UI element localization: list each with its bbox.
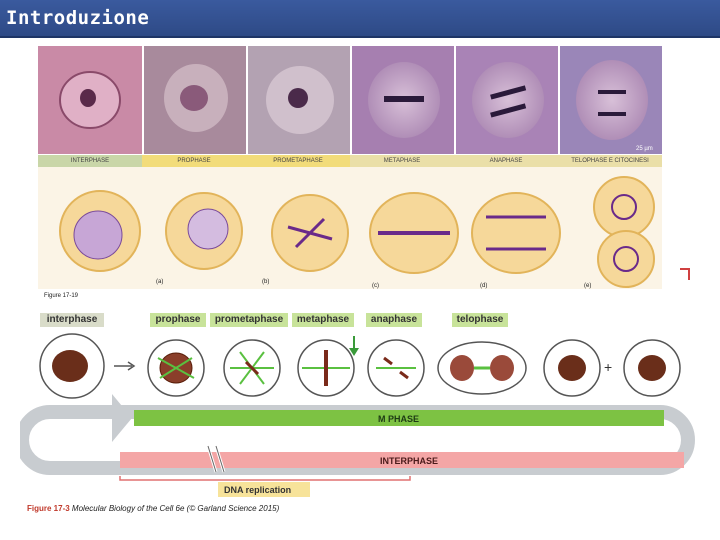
figure-caption: Figure 17-3 Molecular Biology of the Cel… (27, 504, 279, 513)
plus-sign: + (604, 359, 612, 375)
cell-drawings-svg (59, 176, 655, 288)
cell-cycle-diagram: + M PHASE INTERPHASE DNA replication (20, 333, 695, 497)
cycle-cell-telophase (437, 341, 527, 395)
dna-replication-box (218, 482, 310, 497)
phase-label-interphase: interphase (40, 313, 104, 327)
slide-header: Introduzione (0, 0, 720, 38)
cycle-cell-prometaphase (223, 339, 281, 397)
figure-top-label: Figure 17-19 (44, 293, 79, 299)
stage-label-anaphase: ANAPHASE (454, 155, 558, 167)
phase-label-prometaphase: prometaphase (210, 313, 288, 327)
cycle-cell-interphase (39, 333, 105, 399)
stage-label-telophase: TELOPHASE E CITOCINESI (558, 155, 662, 167)
phase-label-anaphase: anaphase (366, 313, 422, 327)
cell-drawings: (a) (b) (c) (d) (e) (38, 167, 662, 289)
cycle-cell-anaphase (367, 339, 425, 397)
interphase-label: INTERPHASE (380, 456, 438, 466)
cycle-daughter-cell-1 (543, 339, 601, 397)
slide-title: Introduzione (6, 7, 150, 29)
stage-label-bar: INTERPHASE PROPHASE PROMETAPHASE METAPHA… (38, 155, 662, 167)
m-phase-label: M PHASE (378, 414, 419, 424)
corner-mark (680, 268, 690, 280)
drawing-label-d: (d) (480, 283, 488, 289)
drawing-label-e: (e) (584, 283, 592, 289)
drawing-label-a: (a) (156, 279, 164, 285)
phase-label-prophase: prophase (150, 313, 206, 327)
caption-figure-number: Figure 17-3 (27, 504, 70, 513)
stage-label-prophase: PROPHASE (142, 155, 246, 167)
m-phase-bar (134, 410, 664, 426)
scale-bar-label: 25 µm (636, 146, 653, 152)
cycle-cell-metaphase (297, 339, 355, 397)
caption-text: Molecular Biology of the Cell 6e (© Garl… (71, 504, 280, 513)
stage-label-prometaphase: PROMETAPHASE (246, 155, 350, 167)
cycle-cell-prophase (147, 339, 205, 397)
stage-label-metaphase: METAPHASE (350, 155, 454, 167)
cycle-daughter-cell-2 (623, 339, 681, 397)
micrograph-strip: 25 µm (38, 46, 662, 154)
interphase-bar (120, 452, 684, 468)
dna-replication-label: DNA replication (224, 485, 291, 495)
drawing-label-b: (b) (262, 279, 270, 285)
drawing-label-c: (c) (372, 283, 379, 289)
phase-label-telophase: telophase (452, 313, 508, 327)
phase-label-metaphase: metaphase (292, 313, 354, 327)
stage-label-interphase: INTERPHASE (38, 155, 142, 167)
